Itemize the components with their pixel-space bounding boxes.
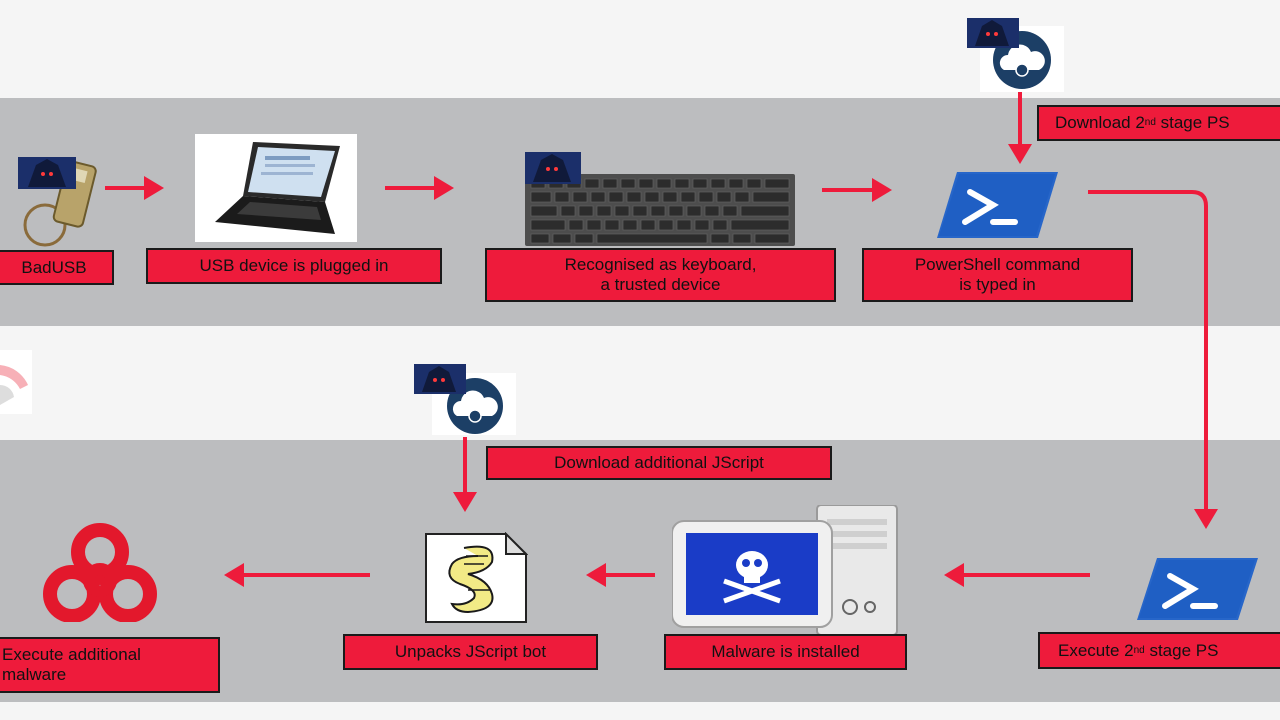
script-file-icon [425, 532, 528, 623]
biohazard-icon [43, 523, 157, 622]
label-execute-additional-malware: Execute additional malware [0, 637, 220, 693]
label-download-jscript: Download additional JScript [486, 446, 832, 480]
powershell-icon [1137, 558, 1258, 620]
skull-computer-icon [672, 505, 898, 635]
powershell-icon [937, 172, 1058, 238]
hacker-avatar-icon [967, 18, 1019, 48]
bottom-strip [0, 702, 1280, 720]
hacker-avatar-icon [414, 364, 466, 394]
hacker-avatar-icon [525, 152, 581, 184]
keyboard-icon [525, 174, 795, 246]
label-recognised-keyboard: Recognised as keyboard, a trusted device [485, 248, 836, 302]
label-malware-installed: Malware is installed [664, 634, 907, 670]
laptop-icon [195, 134, 357, 242]
label-badusb: BadUSB [0, 250, 114, 285]
label-unpacks-jscript: Unpacks JScript bot [343, 634, 598, 670]
arrow-powershell-down [1088, 190, 1218, 529]
hacker-avatar-icon [18, 157, 76, 189]
label-powershell-typed: PowerShell command is typed in [862, 248, 1133, 302]
label-usb-plugged: USB device is plugged in [146, 248, 442, 284]
partial-logo-icon [0, 350, 32, 414]
